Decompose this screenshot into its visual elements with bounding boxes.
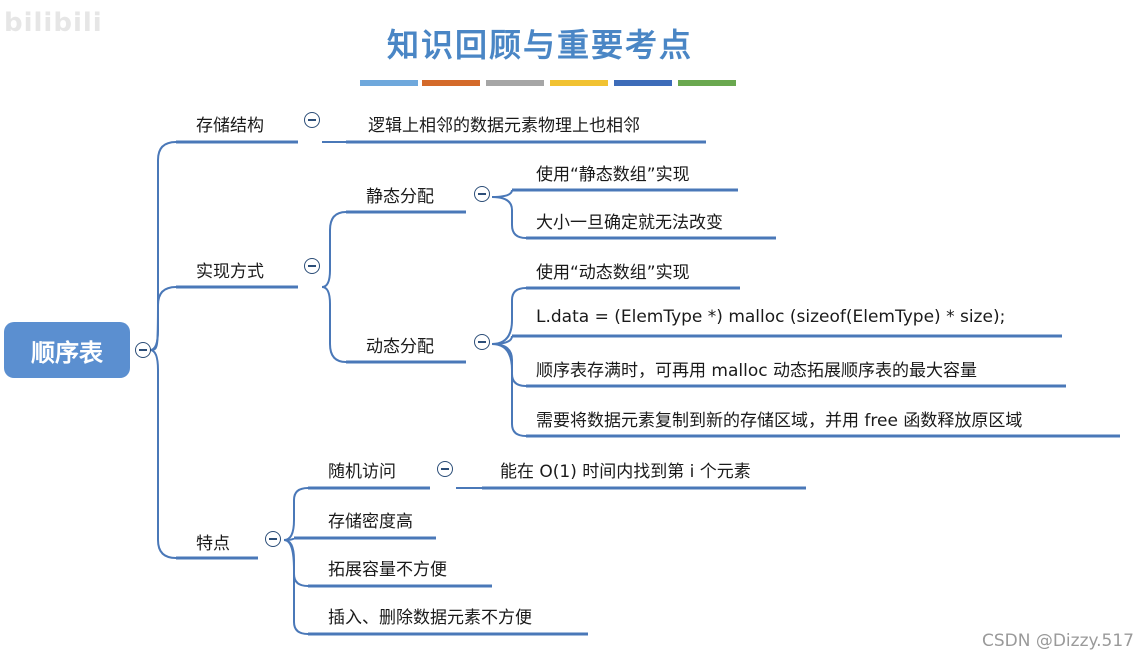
connector-impl-static <box>321 211 347 288</box>
page-title: 知识回顾与重要考点 <box>386 26 693 64</box>
title-stripe-2 <box>422 80 480 86</box>
connector-root-impl <box>149 286 177 351</box>
node-feature-3[interactable]: 插入、删除数据元素不方便 <box>328 608 532 628</box>
connector-dynamic-item-3 <box>491 343 527 387</box>
bilibili-watermark: bilibili <box>4 8 103 38</box>
node-impl[interactable]: 实现方式 <box>196 262 264 282</box>
connector-dynamic-item-2 <box>491 335 513 345</box>
node-dynamic-item-3[interactable]: 顺序表存满时，可再用 malloc 动态拓展顺序表的最大容量 <box>536 361 977 381</box>
node-static-item-1[interactable]: 使用“静态数组”实现 <box>536 165 690 185</box>
node-dynamic-item-2[interactable]: L.data = (ElemType *) malloc (sizeof(Ele… <box>536 307 1006 327</box>
connector-root-storage <box>149 141 177 351</box>
connector-features-item-2 <box>283 539 309 587</box>
connector-features-item-3 <box>283 539 309 635</box>
connector-root-features <box>149 349 177 559</box>
node-dynamic-item-1[interactable]: 使用“动态数组”实现 <box>536 263 690 283</box>
node-dynamic-item-4[interactable]: 需要将数据元素复制到新的存储区域，并用 free 函数释放原区域 <box>536 411 1023 431</box>
collapse-dynamic-icon[interactable] <box>474 334 490 350</box>
node-storage[interactable]: 存储结构 <box>196 116 264 136</box>
node-features[interactable]: 特点 <box>196 534 230 554</box>
node-random-access[interactable]: 随机访问 <box>328 462 396 482</box>
connector-features-random <box>283 487 309 541</box>
connector-static-item-1 <box>491 189 513 198</box>
collapse-impl-icon[interactable] <box>304 258 320 274</box>
node-static[interactable]: 静态分配 <box>366 187 434 207</box>
collapse-root-icon[interactable] <box>135 342 151 358</box>
node-feature-1[interactable]: 存储密度高 <box>328 512 413 532</box>
title-stripe-6 <box>678 80 736 86</box>
collapse-random-icon[interactable] <box>437 461 453 477</box>
connector-impl-dynamic <box>321 286 347 363</box>
collapse-features-icon[interactable] <box>265 531 281 547</box>
title-stripe-4 <box>550 80 608 86</box>
node-static-item-2[interactable]: 大小一旦确定就无法改变 <box>536 213 723 233</box>
node-random-item[interactable]: 能在 O(1) 时间内找到第 i 个元素 <box>500 462 751 482</box>
connector-dynamic-item-4 <box>491 343 527 437</box>
collapse-static-icon[interactable] <box>474 186 490 202</box>
collapse-storage-icon[interactable] <box>304 112 320 128</box>
title-stripe-3 <box>486 80 544 86</box>
node-storage-item[interactable]: 逻辑上相邻的数据元素物理上也相邻 <box>368 116 640 136</box>
node-feature-2[interactable]: 拓展容量不方便 <box>328 560 447 580</box>
connector-dynamic-item-1 <box>491 287 527 345</box>
title-stripe-1 <box>360 80 418 86</box>
root-node[interactable]: 顺序表 <box>4 322 130 378</box>
connector-static-item-2 <box>491 196 527 239</box>
credit-watermark: CSDN @Dizzy.517 <box>981 631 1134 651</box>
title-stripe-5 <box>614 80 672 86</box>
node-dynamic[interactable]: 动态分配 <box>366 337 434 357</box>
